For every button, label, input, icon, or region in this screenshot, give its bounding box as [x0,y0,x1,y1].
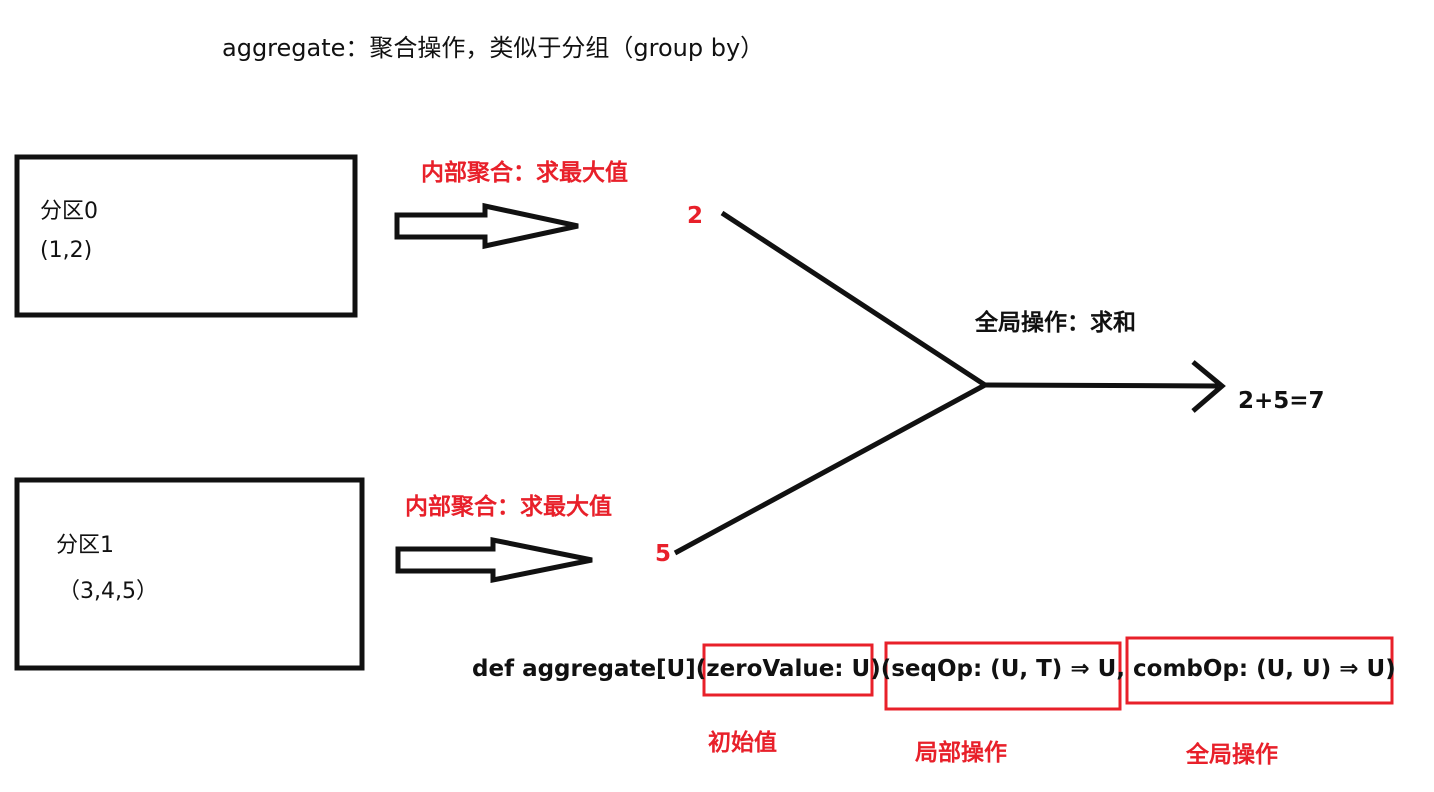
comb-op-annotation: 全局操作 [1186,742,1278,768]
arrow-partition-0 [394,202,579,250]
partition-1-result: 5 [655,541,672,567]
zero-value-annotation: 初始值 [708,730,777,756]
global-operation-label: 全局操作：求和 [975,310,1136,336]
page-title: aggregate：聚合操作，类似于分组（group by） [222,34,765,62]
seq-op-annotation: 局部操作 [915,740,1007,766]
merge-line-top [720,210,987,388]
result-arrowhead [1191,360,1226,413]
merge-line-bottom [673,382,987,556]
partition-1-values: （3,4,5） [58,579,158,604]
partition-0-result: 2 [687,203,704,229]
local-aggregation-label-top: 内部聚合：求最大值 [421,160,628,186]
final-result: 2+5=7 [1238,388,1325,414]
aggregate-signature: def aggregate[U](zeroValue: U)(seqOp: (U… [472,656,1396,682]
partition-1-box [14,477,365,671]
partition-0-box [14,154,358,318]
result-line [984,382,1219,389]
comb-op-highlight [1125,636,1394,705]
zero-value-highlight [702,643,874,697]
partition-0-name: 分区0 [40,199,98,224]
partition-1-name: 分区1 [56,533,114,558]
local-aggregation-label-bottom: 内部聚合：求最大值 [405,494,612,520]
partition-0-values: (1,2) [40,238,93,263]
arrow-partition-1 [395,536,593,584]
seq-op-highlight [884,641,1122,711]
